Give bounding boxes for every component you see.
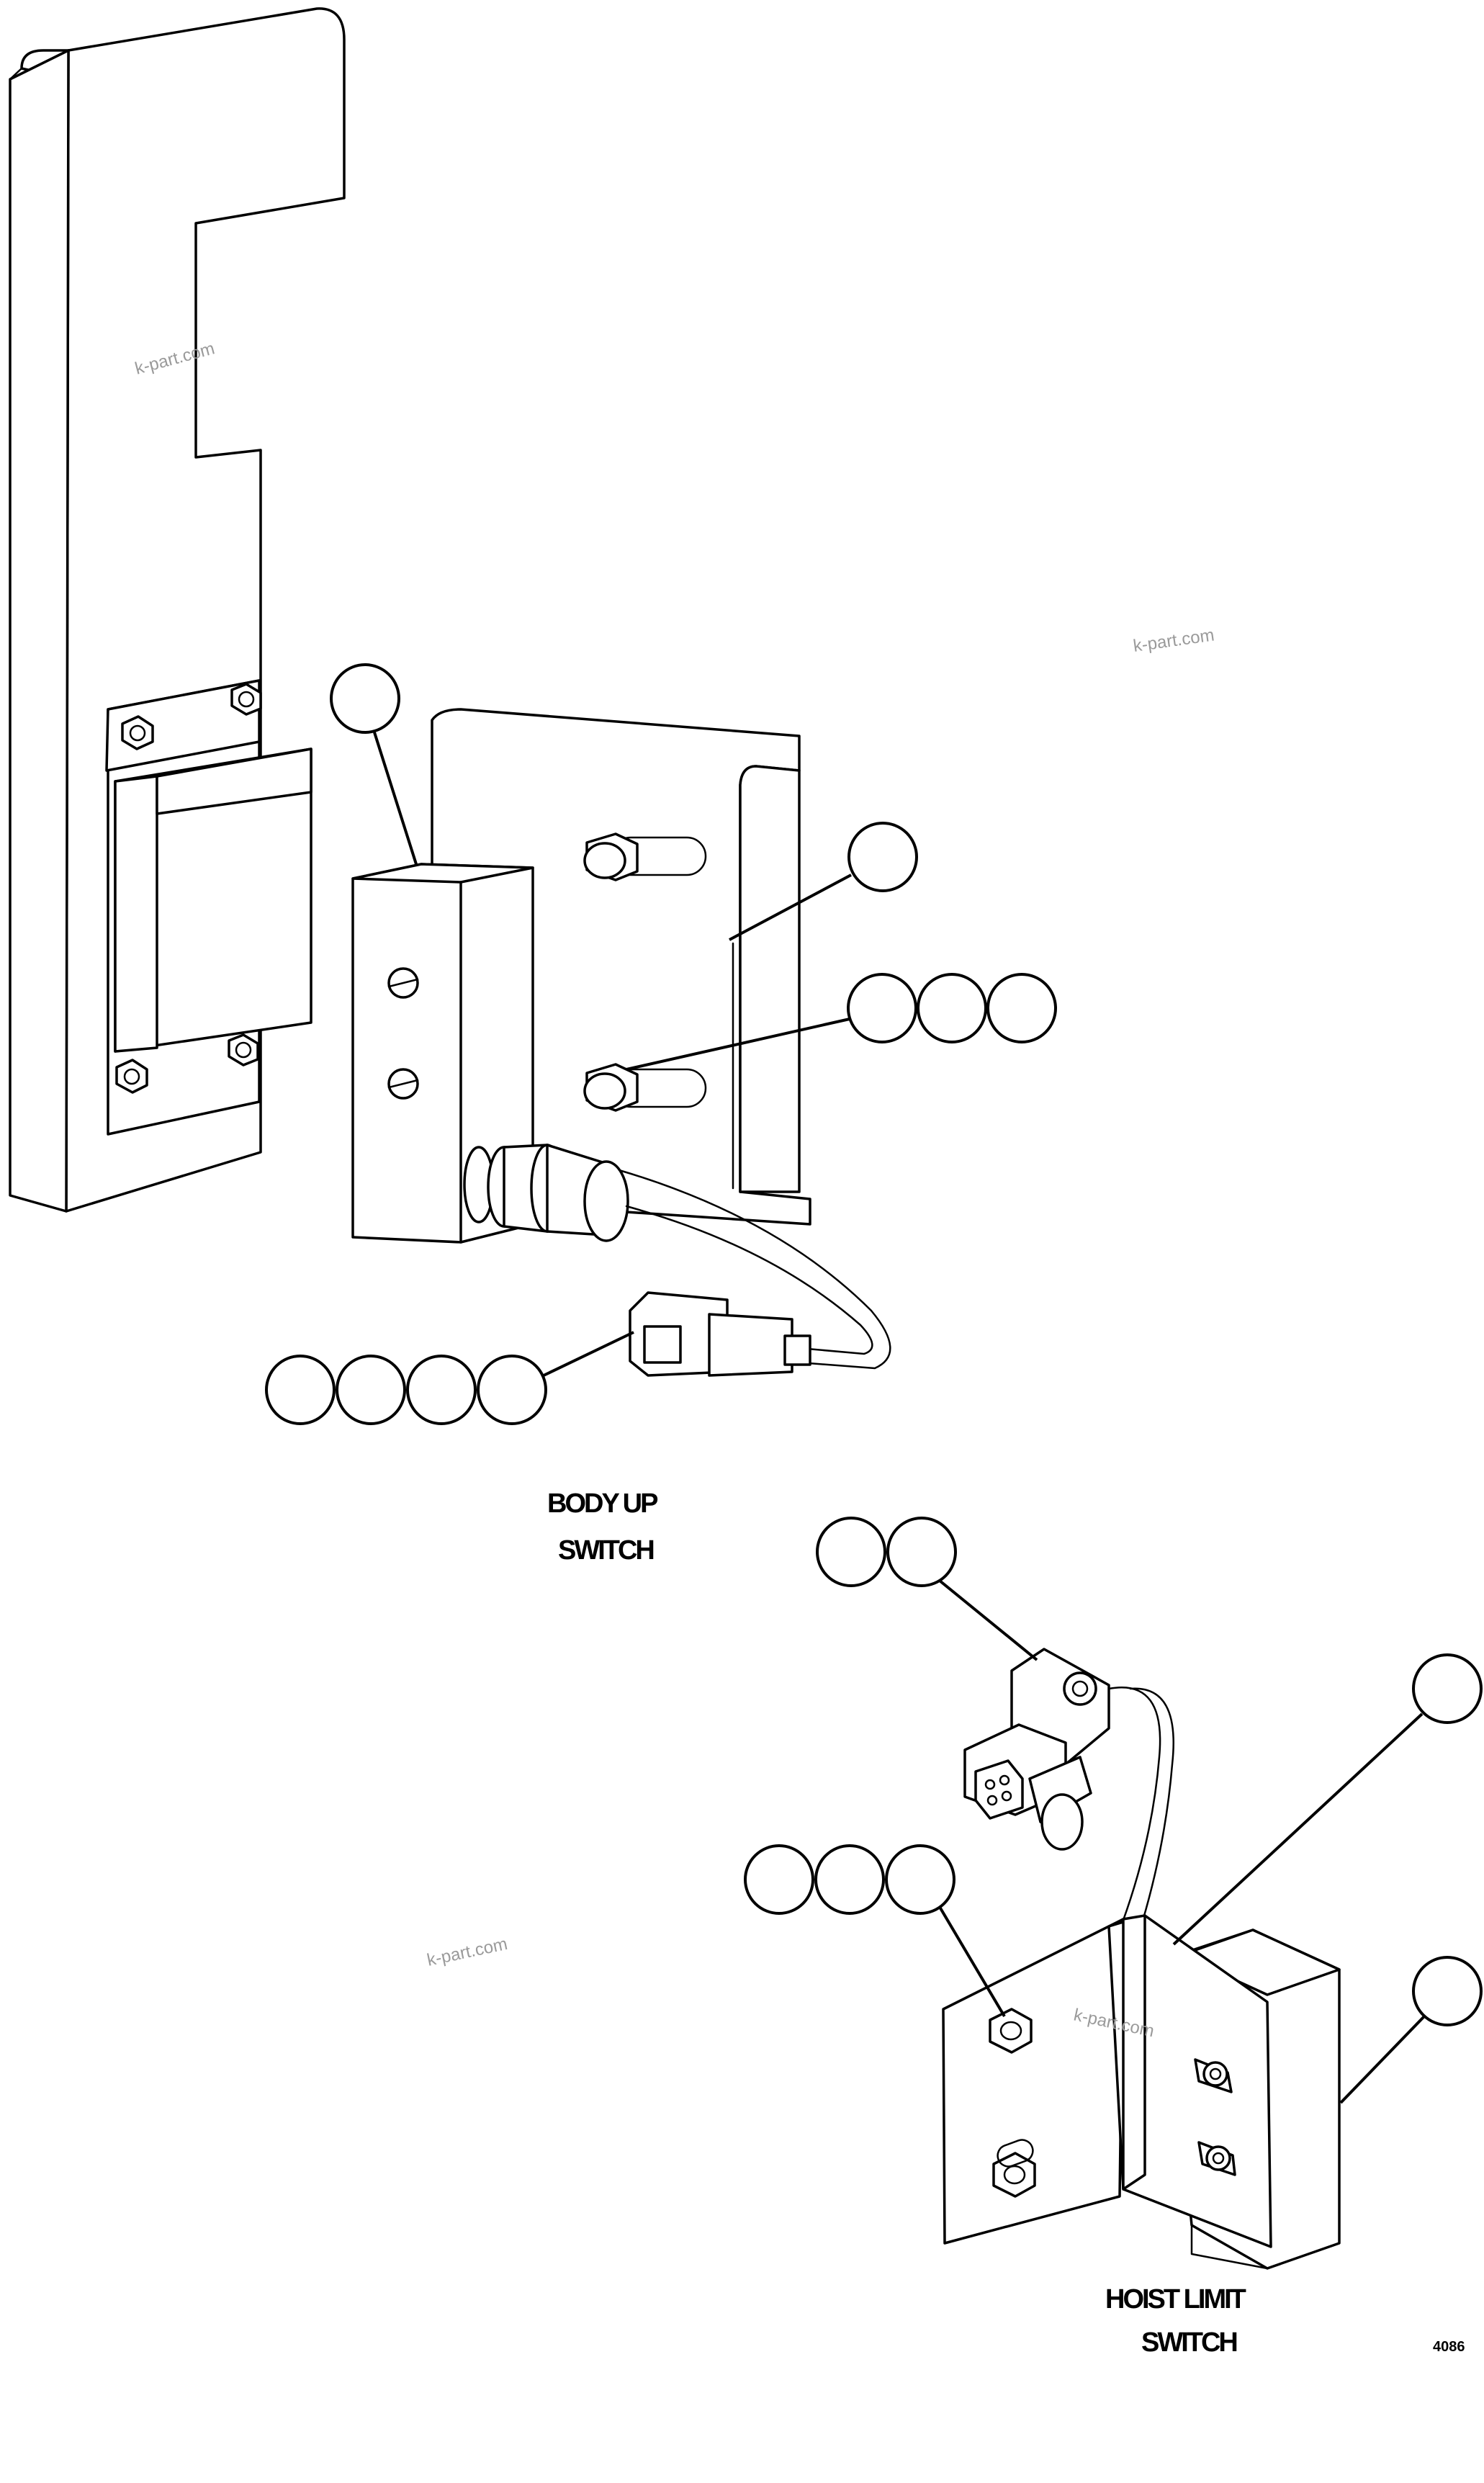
- body-up-label-line2: SWITCH: [558, 1535, 653, 1566]
- hoist-limit-connector: [963, 1648, 1110, 1851]
- callout-balloon: [847, 973, 917, 1043]
- hex-bolt: [583, 1063, 639, 1112]
- callout-balloon: [814, 1844, 885, 1915]
- watermark: k-part.com: [426, 1934, 509, 1970]
- body-up-label-line1: BODY UP: [547, 1489, 658, 1519]
- hex-bolt: [228, 1033, 259, 1067]
- body-switch-mount-plate: [105, 679, 312, 1136]
- hex-bolt: [583, 832, 639, 881]
- hoist-limit-angle-bracket: [942, 1914, 1272, 2270]
- callout-balloon: [847, 822, 918, 892]
- wing-nut: [1197, 2141, 1236, 2176]
- body-up-cable: [618, 1169, 891, 1370]
- callout-balloon: [885, 1844, 955, 1915]
- watermark: k-part.com: [1132, 625, 1215, 656]
- callout-balloons-body-up: [265, 663, 1057, 1425]
- callout-balloon: [816, 1517, 886, 1587]
- callout-balloon: [1412, 1653, 1483, 1724]
- callout-balloon: [986, 973, 1057, 1043]
- hoist-limit-cable: [1107, 1687, 1175, 1939]
- hex-bolt: [992, 2152, 1036, 2198]
- callout-balloons-hoist: [744, 1517, 1483, 2104]
- wing-nut: [1194, 2058, 1233, 2093]
- callout-balloon: [406, 1355, 477, 1425]
- hoist-limit-label-line1: HOIST LIMIT: [1105, 2284, 1246, 2314]
- body-up-switch: [351, 863, 629, 1244]
- drawing-reference-number: 4086: [1433, 2339, 1465, 2355]
- callout-balloon: [744, 1844, 814, 1915]
- callout-balloon: [265, 1355, 336, 1425]
- callout-balloon: [477, 1355, 547, 1425]
- hex-bolt: [230, 683, 262, 716]
- hex-bolt: [115, 1059, 148, 1094]
- callout-balloon: [917, 973, 987, 1043]
- cable-gland: [463, 1144, 629, 1242]
- hex-bolt: [989, 2008, 1033, 2054]
- callout-balloon: [336, 1355, 406, 1425]
- body-up-connector: [629, 1291, 811, 1377]
- callout-balloon: [886, 1517, 957, 1587]
- callout-balloon: [1412, 1956, 1483, 2026]
- callout-balloon: [330, 663, 400, 734]
- hoist-limit-label-line2: SWITCH: [1141, 2327, 1236, 2358]
- hex-bolt: [121, 715, 154, 750]
